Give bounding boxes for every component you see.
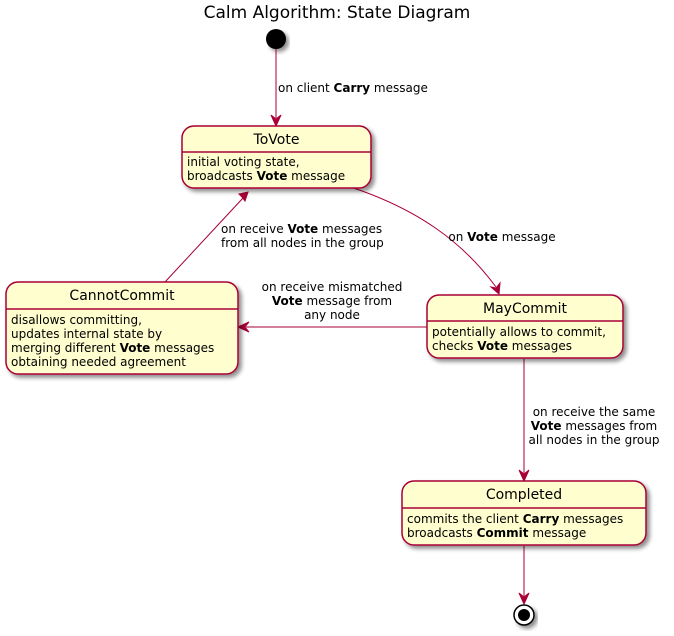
state-tovote-name: ToVote [253,132,300,148]
state-cannotcommit: CannotCommit disallows committing,update… [5,281,239,375]
initial-state-node [266,29,286,49]
edge-start-to-tovote [270,49,282,128]
edge-completed-to-end [518,546,530,606]
edge-label-tovote-to-maycommit: on Vote message [448,230,555,244]
state-cannotcommit-name: CannotCommit [69,288,175,304]
state-cannotcommit-description: disallows committing,updates internal st… [11,313,214,369]
edge-tovote-to-maycommit [340,183,501,296]
state-completed: Completed commits the client Carry messa… [401,480,647,546]
state-completed-name: Completed [486,487,562,503]
final-state-node [513,604,535,626]
diagram-title: Calm Algorithm: State Diagram [204,3,471,23]
state-tovote-description: initial voting state,broadcasts Vote mes… [187,155,345,183]
state-maycommit-name: MayCommit [483,301,567,317]
state-maycommit-description: potentially allows to commit,checks Vote… [432,325,606,353]
edge-maycommit-to-completed [518,359,530,483]
state-maycommit: MayCommit potentially allows to commit,c… [426,294,624,359]
edge-maycommit-to-cannotcommit [236,321,427,333]
edge-label-start-to-tovote: on client Carry message [278,81,428,95]
edge-cannotcommit-to-tovote [164,191,249,283]
state-tovote: ToVote initial voting state,broadcasts V… [181,125,372,189]
